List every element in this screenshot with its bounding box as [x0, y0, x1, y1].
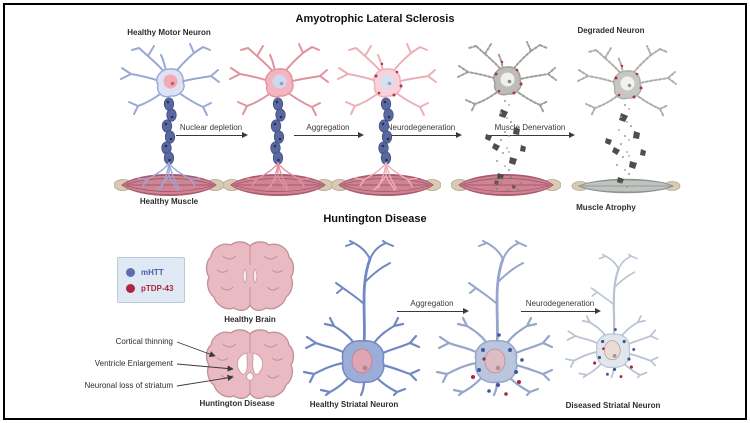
callout-arrow-lines-icon — [176, 341, 234, 387]
arrow-aggregation-hd: Aggregation — [397, 299, 469, 314]
motor-neuron-aggregation — [338, 44, 436, 190]
arrow-line-icon — [382, 132, 462, 138]
striatal-neuron-aggregation — [437, 241, 552, 396]
motor-neuron-nuclear-depletion — [230, 44, 328, 190]
arrow-nuclear-depletion: Nuclear depletion — [176, 123, 248, 138]
als-title: Amyotrophic Lateral Sclerosis — [295, 13, 455, 25]
arrow-label-aggregation-als: Aggregation — [306, 123, 350, 132]
arrow-aggregation-als: Aggregation — [294, 123, 364, 138]
callout-cortical-thinning: Cortical thinning — [115, 337, 173, 346]
muscle-atrophy-label: Muscle Atrophy — [576, 203, 636, 212]
legend-item-ptdp43: pTDP-43 — [126, 283, 176, 293]
arrow-line-icon — [521, 308, 601, 314]
healthy-brain-label: Healthy Brain — [224, 315, 276, 324]
legend-box: mHTT pTDP-43 — [117, 257, 185, 303]
callout-ventricle-enlargement: Ventricle Enlargement — [94, 359, 173, 368]
callout-neuronal-loss: Neuronal loss of striatum — [84, 381, 173, 390]
motor-neuron-degraded — [578, 46, 676, 188]
healthy-muscle-label: Healthy Muscle — [139, 197, 199, 206]
arrow-line-icon — [397, 308, 469, 314]
arrow-neurodegeneration-hd: Neurodegeneration — [521, 299, 601, 314]
legend-item-mhtt: mHTT — [126, 267, 176, 277]
healthy-striatal-neuron-label: Healthy Striatal Neuron — [309, 400, 399, 409]
degraded-neuron-label: Degraded Neuron — [577, 26, 645, 35]
arrow-label-muscle-denervation: Muscle Denervation — [494, 123, 566, 132]
healthy-motor-neuron-label: Healthy Motor Neuron — [127, 28, 211, 37]
motor-neuron-healthy — [121, 44, 219, 190]
arrow-label-neurodegeneration-hd: Neurodegeneration — [525, 299, 595, 308]
arrow-neurodegeneration-als: Neurodegeneration — [382, 123, 462, 138]
arrow-label-aggregation-hd: Aggregation — [410, 299, 454, 308]
arrow-label-neurodegeneration-als: Neurodegeneration — [386, 123, 456, 132]
arrow-label-nuclear-depletion: Nuclear depletion — [179, 123, 243, 132]
legend-label-mhtt: mHTT — [141, 267, 164, 277]
arrow-muscle-denervation: Muscle Denervation — [487, 123, 575, 138]
striatal-neuron-diseased — [565, 254, 658, 379]
ptdp43-dot-icon — [126, 283, 135, 293]
arrow-line-icon — [176, 132, 248, 138]
hd-title: Huntington Disease — [323, 213, 427, 225]
diagram-frame: Amyotrophic Lateral Sclerosis Healthy Mo… — [3, 3, 747, 420]
legend-label-ptdp43: pTDP-43 — [141, 283, 174, 293]
arrow-line-icon — [487, 132, 575, 138]
arrow-line-icon — [294, 132, 364, 138]
diseased-striatal-neuron-label: Diseased Striatal Neuron — [565, 401, 661, 410]
mhtt-dot-icon — [126, 267, 135, 277]
healthy-brain-figure — [206, 241, 294, 311]
motor-neuron-degenerating — [458, 42, 556, 184]
huntington-brain-label: Huntington Disease — [199, 399, 275, 408]
striatal-neuron-healthy — [304, 241, 419, 395]
